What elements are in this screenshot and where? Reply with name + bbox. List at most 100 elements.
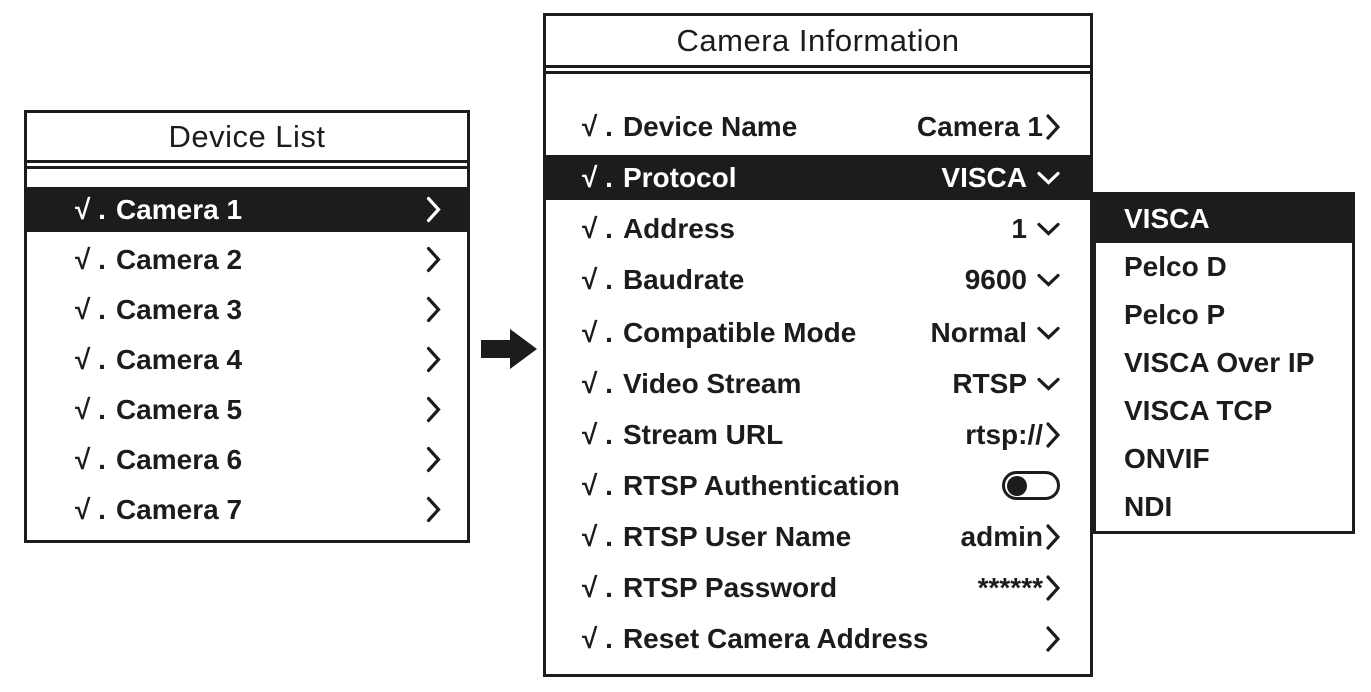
check-icon: √ .: [582, 622, 613, 654]
chevron-right-icon: [426, 246, 441, 273]
row-value: Normal: [930, 316, 1027, 348]
device-list-item-camera-3[interactable]: √ . Camera 3: [27, 287, 467, 332]
row-label: RTSP User Name: [622, 520, 852, 552]
row-label: RTSP Authentication: [622, 469, 900, 501]
flow-arrow-icon: [481, 329, 537, 369]
chevron-right-icon: [426, 346, 441, 373]
chevron-down-icon: [1037, 377, 1060, 391]
check-icon: √ .: [75, 293, 106, 325]
check-icon: √ .: [582, 110, 613, 142]
device-item-label: Camera 5: [115, 393, 243, 425]
check-icon: √ .: [582, 418, 613, 450]
device-list-item-camera-7[interactable]: √ . Camera 7: [27, 487, 467, 532]
protocol-option-ndi[interactable]: NDI: [1096, 483, 1352, 531]
chevron-right-icon: [1046, 574, 1060, 601]
menu-row-protocol[interactable]: √ . Protocol VISCA: [546, 155, 1090, 200]
menu-row-compatible-mode[interactable]: √ . Compatible Mode Normal: [546, 310, 1090, 355]
chevron-right-icon: [1046, 113, 1060, 140]
check-icon: √ .: [582, 161, 613, 193]
protocol-option-label: Pelco D: [1124, 251, 1227, 282]
menu-row-stream-url[interactable]: √ . Stream URL rtsp://: [546, 412, 1090, 457]
menu-row-video-stream[interactable]: √ . Video Stream RTSP: [546, 361, 1090, 406]
row-label: Compatible Mode: [622, 316, 857, 348]
row-label: Baudrate: [622, 263, 745, 295]
protocol-option-label: VISCA Over IP: [1124, 347, 1315, 378]
check-icon: √ .: [75, 443, 106, 475]
chevron-right-icon: [426, 296, 441, 323]
chevron-right-icon: [426, 396, 441, 423]
row-label: Address: [622, 212, 735, 244]
row-value: 1: [1011, 212, 1027, 244]
device-list-item-camera-1[interactable]: √ . Camera 1: [27, 187, 467, 232]
menu-row-rtsp-user-name[interactable]: √ . RTSP User Name admin: [546, 514, 1090, 559]
chevron-down-icon: [1037, 222, 1060, 236]
row-label: Video Stream: [622, 367, 802, 399]
camera-information-header: Camera Information: [546, 16, 1090, 68]
device-item-label: Camera 4: [115, 343, 243, 375]
chevron-right-icon: [426, 496, 441, 523]
device-list-item-camera-5[interactable]: √ . Camera 5: [27, 387, 467, 432]
protocol-option-onvif[interactable]: ONVIF: [1096, 435, 1352, 483]
protocol-dropdown-panel: VISCA Pelco D Pelco P VISCA Over IP VISC…: [1093, 192, 1355, 534]
protocol-option-pelco-p[interactable]: Pelco P: [1096, 291, 1352, 339]
device-list-item-camera-4[interactable]: √ . Camera 4: [27, 337, 467, 382]
check-icon: √ .: [75, 243, 106, 275]
chevron-down-icon: [1037, 326, 1060, 340]
protocol-option-label: VISCA: [1124, 203, 1210, 234]
check-icon: √ .: [582, 469, 613, 501]
device-list-item-camera-6[interactable]: √ . Camera 6: [27, 437, 467, 482]
chevron-down-icon: [1037, 273, 1060, 287]
check-icon: √ .: [75, 193, 106, 225]
row-value: VISCA: [941, 161, 1027, 193]
check-icon: √ .: [582, 571, 613, 603]
check-icon: √ .: [75, 343, 106, 375]
device-list-panel: Device List √ . Camera 1 √ . Camera 2 √ …: [24, 110, 470, 543]
protocol-option-label: NDI: [1124, 491, 1173, 522]
check-icon: √ .: [582, 367, 613, 399]
camera-information-body: √ . Device Name Camera 1 √ . Protocol VI…: [546, 71, 1090, 661]
row-label: Device Name: [622, 110, 798, 142]
chevron-right-icon: [1046, 523, 1060, 550]
check-icon: √ .: [75, 493, 106, 525]
row-value: Camera 1: [916, 110, 1043, 142]
menu-row-reset-camera-address[interactable]: √ . Reset Camera Address: [546, 616, 1090, 661]
row-value: admin: [960, 520, 1043, 552]
row-label: Reset Camera Address: [622, 622, 929, 654]
rtsp-auth-toggle[interactable]: [1002, 471, 1060, 500]
row-label: Stream URL: [622, 418, 784, 450]
chevron-down-icon: [1037, 171, 1060, 185]
toggle-knob-icon: [1007, 475, 1027, 496]
device-list-item-camera-2[interactable]: √ . Camera 2: [27, 237, 467, 282]
menu-row-rtsp-password[interactable]: √ . RTSP Password ******: [546, 565, 1090, 610]
chevron-right-icon: [426, 196, 441, 223]
row-value: rtsp://: [965, 418, 1043, 450]
camera-information-title: Camera Information: [676, 22, 960, 58]
protocol-option-pelco-d[interactable]: Pelco D: [1096, 243, 1352, 291]
camera-information-panel: Camera Information √ . Device Name Camer…: [543, 13, 1093, 677]
protocol-option-label: ONVIF: [1124, 443, 1210, 474]
device-list-body: √ . Camera 1 √ . Camera 2 √ . Camera 3 √…: [27, 166, 467, 532]
check-icon: √ .: [582, 212, 613, 244]
menu-row-rtsp-authentication[interactable]: √ . RTSP Authentication: [546, 463, 1090, 508]
device-item-label: Camera 6: [115, 443, 243, 475]
row-label: Protocol: [622, 161, 737, 193]
protocol-option-visca-over-ip[interactable]: VISCA Over IP: [1096, 339, 1352, 387]
device-item-label: Camera 7: [115, 493, 243, 525]
row-value: 9600: [964, 263, 1027, 295]
check-icon: √ .: [582, 316, 613, 348]
row-label: RTSP Password: [622, 571, 838, 603]
device-item-label: Camera 2: [115, 243, 243, 275]
menu-row-baudrate[interactable]: √ . Baudrate 9600: [546, 257, 1090, 302]
menu-row-address[interactable]: √ . Address 1: [546, 206, 1090, 251]
protocol-option-visca[interactable]: VISCA: [1096, 195, 1352, 243]
device-item-label: Camera 1: [115, 193, 243, 225]
check-icon: √ .: [582, 520, 613, 552]
device-list-title: Device List: [168, 118, 326, 154]
device-item-label: Camera 3: [115, 293, 243, 325]
check-icon: √ .: [582, 263, 613, 295]
protocol-option-visca-tcp[interactable]: VISCA TCP: [1096, 387, 1352, 435]
device-list-header: Device List: [27, 113, 467, 163]
check-icon: √ .: [75, 393, 106, 425]
menu-row-device-name[interactable]: √ . Device Name Camera 1: [546, 104, 1090, 149]
chevron-right-icon: [1046, 421, 1060, 448]
